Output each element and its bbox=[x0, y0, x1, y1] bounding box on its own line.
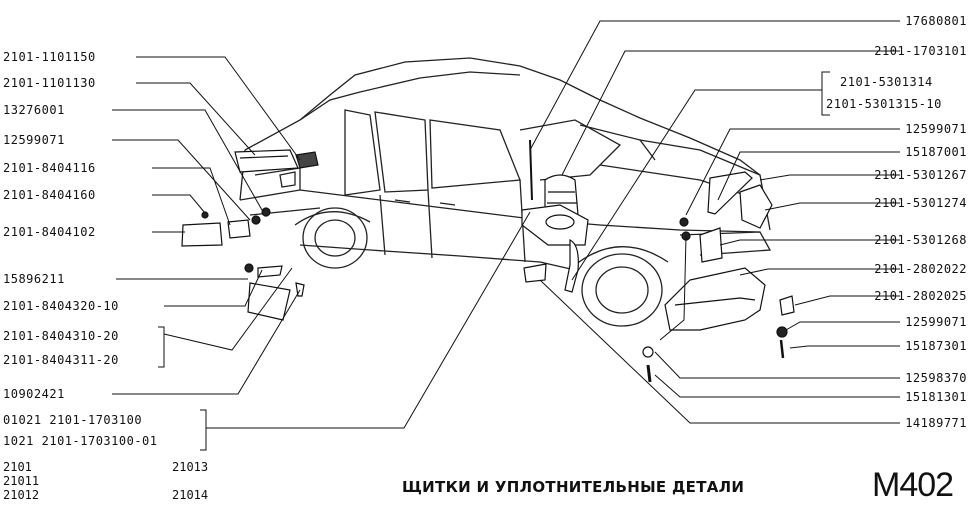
part-label: 2101-5301268 bbox=[874, 233, 967, 247]
leader-lines bbox=[112, 20, 900, 429]
part-label: 2101-2802025 bbox=[874, 289, 967, 303]
part-label: 13276001 bbox=[3, 103, 65, 117]
model-item: 2101 bbox=[3, 460, 32, 474]
model-item: 21013 bbox=[172, 460, 209, 474]
part-label: 15896211 bbox=[3, 272, 65, 286]
brackets bbox=[158, 71, 830, 451]
part-label: 01021 2101-1703100 bbox=[3, 413, 143, 427]
diagram-title: ЩИТКИ И УПЛОТНИТЕЛЬНЫЕ ДЕТАЛИ bbox=[402, 478, 745, 496]
part-label: 2101-8404310-20 bbox=[3, 329, 119, 343]
model-item: 21014 bbox=[172, 488, 209, 502]
part-label: 12599071 bbox=[905, 315, 967, 329]
model-list-col1: 2101 21011 21012 bbox=[3, 460, 39, 502]
part-label: 2101-2802022 bbox=[874, 262, 967, 276]
part-label: 17680801 bbox=[905, 14, 967, 28]
part-label: 2101-5301314 bbox=[840, 75, 933, 89]
part-label: 2101-1101150 bbox=[3, 50, 96, 64]
model-list-col2: 21013 21014 bbox=[172, 460, 208, 502]
part-label: 12599071 bbox=[905, 122, 967, 136]
part-label: 2101-1703101 bbox=[874, 44, 967, 58]
part-label: 2101-8404320-10 bbox=[3, 299, 119, 313]
part-label: 2101-5301267 bbox=[874, 168, 967, 182]
part-label: 10902421 bbox=[3, 387, 65, 401]
part-label: 12598370 bbox=[905, 371, 967, 385]
part-label: 14189771 bbox=[905, 416, 967, 430]
parts bbox=[181, 139, 795, 383]
part-label: 2101-8404160 bbox=[3, 188, 96, 202]
part-label: 2101-8404102 bbox=[3, 225, 96, 239]
part-label: 12599071 bbox=[3, 133, 65, 147]
model-item: 21012 bbox=[3, 488, 40, 502]
page-code: М402 bbox=[872, 466, 954, 504]
part-label: 2101-1101130 bbox=[3, 76, 96, 90]
part-label: 15187301 bbox=[905, 339, 967, 353]
part-label: 1021 2101-1703100-01 bbox=[3, 434, 158, 448]
part-label: 15181301 bbox=[905, 390, 967, 404]
part-label: 2101-5301274 bbox=[874, 196, 967, 210]
part-label: 15187001 bbox=[905, 145, 967, 159]
part-label: 2101-8404311-20 bbox=[3, 353, 119, 367]
part-label: 2101-5301315-10 bbox=[826, 97, 942, 111]
part-label: 2101-8404116 bbox=[3, 161, 96, 175]
model-item: 21011 bbox=[3, 474, 40, 488]
